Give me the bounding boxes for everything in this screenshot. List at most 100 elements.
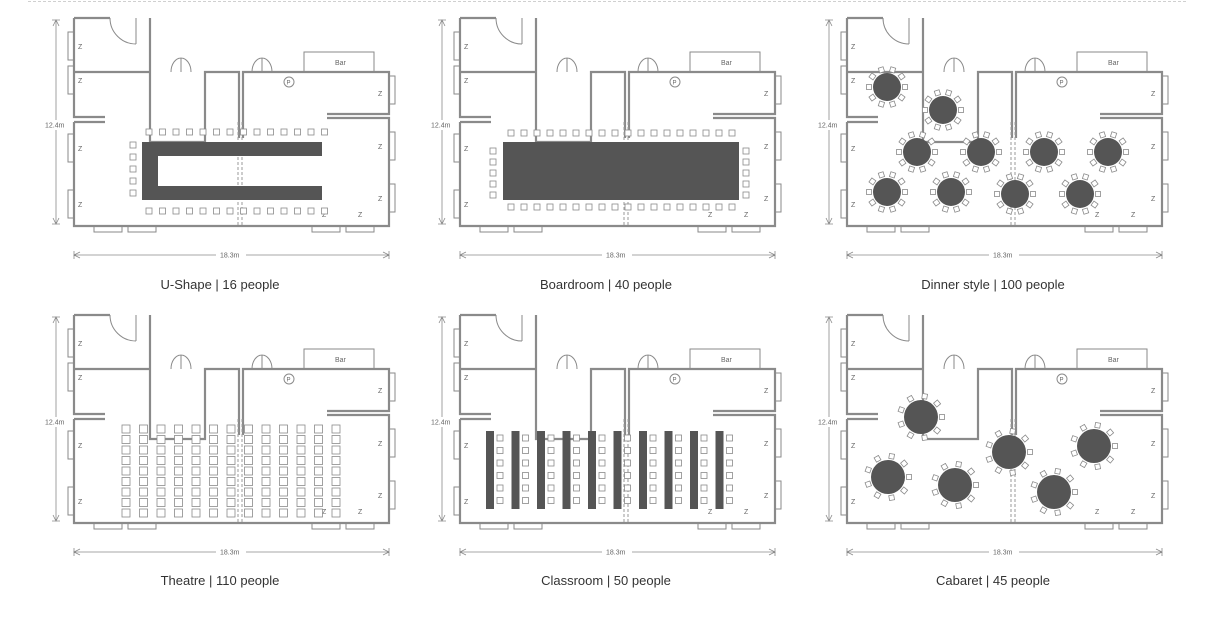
pillar [283,76,295,88]
chair [174,487,183,497]
chair [675,472,682,479]
zone-marker: Z [851,375,856,382]
chair [296,456,306,465]
zone-marker: Z [1095,212,1100,219]
wall-panel [67,189,75,219]
wall-panel [1118,522,1148,530]
round-table [903,138,931,166]
chair [244,487,253,497]
chair [1066,501,1075,510]
wall-panel [453,133,461,163]
classroom-desk [562,431,571,509]
chair [927,158,936,167]
chair [489,147,497,155]
chair [209,435,218,444]
chair [933,123,942,131]
double-door [251,354,273,370]
zone-marker: Z [708,509,713,516]
double-door [943,354,965,370]
chair [174,508,183,518]
chair [900,486,909,495]
zone-marker: Z [764,388,769,395]
chair [689,129,697,137]
chair [199,207,207,215]
chair [742,147,750,155]
chair [967,494,976,503]
wall-panel [1161,183,1169,213]
chair [1054,158,1063,167]
double-door [556,57,578,73]
wall-panel [697,522,727,530]
chair [932,198,941,207]
chair [1054,509,1062,517]
zone-marker: Z [1151,388,1156,395]
chair [533,203,541,211]
zone-marker: Z [464,443,469,450]
chair [321,128,328,136]
chair [689,203,697,211]
chair [598,484,606,492]
chair [700,472,708,479]
wall-panel [67,133,75,163]
chair [649,434,657,442]
door [882,314,910,342]
chair [624,203,632,211]
chair [907,131,916,139]
wall-panel [731,225,761,233]
height-label: 12.4m [818,420,838,427]
chair [961,198,970,207]
zone-marker: Z [764,144,769,151]
wall-panel [866,225,896,233]
chair [897,198,906,207]
chair [314,435,323,444]
chair [573,434,580,442]
chair [877,100,886,108]
chair [156,456,166,465]
chair [962,158,971,167]
chair [261,435,271,444]
pillar-label: P [1060,378,1064,384]
chair [700,484,708,492]
zone-marker: Z [1151,144,1156,151]
chair [244,445,253,455]
chair [279,445,288,455]
wall-panel [1084,522,1114,530]
chair [896,149,902,155]
wall-panel [840,189,848,219]
wall-panel [840,133,848,163]
chair [1034,131,1043,139]
chair [547,434,555,442]
chair [897,177,906,186]
classroom-desk [613,431,622,509]
chair [868,177,877,186]
layout-caption: Theatre | 110 people [160,573,280,588]
zone-marker: Z [851,341,856,348]
zone-marker: Z [78,202,83,209]
bar-counter [689,51,761,73]
wall-panel [774,372,782,402]
chair [1061,200,1070,209]
wall-panel [1118,225,1148,233]
chair [742,158,750,166]
chair [1070,435,1078,443]
chair [676,129,684,137]
chair [955,502,963,510]
chair [314,445,323,455]
zone-marker: Z [78,146,83,153]
chair [121,498,131,507]
zone-marker: Z [464,78,469,85]
height-label: 12.4m [45,123,65,130]
chair [1025,137,1034,146]
zone-marker: Z [1151,91,1156,98]
zone-marker: Z [1095,509,1100,516]
chair [700,459,708,467]
width-label: 18.3m [993,550,1013,557]
chair [1021,461,1030,470]
chair [742,169,750,177]
chair [522,472,529,479]
chair [261,487,271,497]
chair [973,482,979,488]
chair [331,435,341,444]
chair [546,129,554,137]
chair [489,158,497,166]
